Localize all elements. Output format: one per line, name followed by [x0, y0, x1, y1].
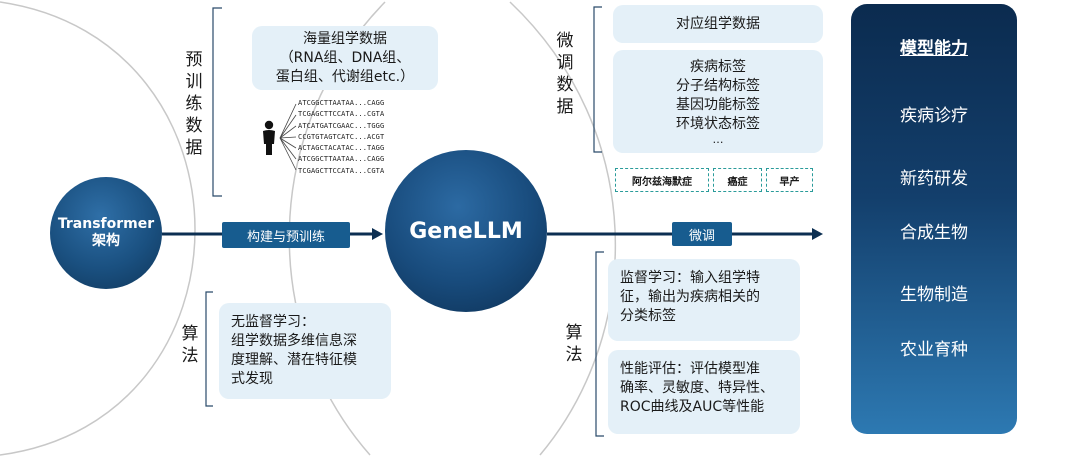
tag-preterm: 早产: [766, 168, 813, 192]
omics-pair-box: 对应组学数据: [613, 5, 823, 43]
transformer-circle: Transformer 架构: [50, 177, 162, 289]
bracket-pretrain: [212, 7, 222, 197]
omics-line-1: 海量组学数据: [303, 30, 387, 47]
dna-seq: TCGAGCTTCCATA...CGTA: [298, 166, 385, 175]
dna-seq: ATCGGCTTAATAA...CAGG: [298, 155, 385, 164]
unsupervised-line-2: 组学数据多维信息深: [231, 333, 357, 349]
label-line-4: 环境状态标签: [676, 115, 760, 132]
supervised-line-3: 分类标签: [620, 308, 676, 324]
dna-seq: TCGAGCTTCCATA...CGTA: [298, 110, 385, 119]
bracket-finetune-data: [593, 6, 602, 153]
evaluation-box: 性能评估：评估模型准 确率、灵敏度、特异性、 ROC曲线及AUC等性能: [608, 350, 800, 434]
dna-seq: ATCGGCTTAATAA...CAGG: [298, 99, 385, 107]
unsupervised-line-3: 度理解、潜在特征模: [231, 352, 357, 368]
tag-cancer: 癌症: [713, 168, 762, 192]
algo-left-label: 算法: [181, 324, 199, 366]
label-line-2: 分子结构标签: [676, 77, 760, 94]
person-icon: [263, 120, 275, 155]
capabilities-panel: 模型能力 疾病诊疗 新药研发 合成生物 生物制造 农业育种: [851, 4, 1017, 434]
lens-right-arc: [509, 1, 617, 456]
finetune-pill: 微调: [672, 222, 732, 246]
unsupervised-line-1: 无监督学习：: [231, 314, 315, 330]
tag-alzheimers: 阿尔兹海默症: [615, 168, 709, 192]
capability-item: 生物制造: [900, 285, 968, 305]
label-line-5: …: [712, 132, 724, 146]
evaluation-line-1: 性能评估：评估模型准: [620, 361, 760, 377]
capability-item: 合成生物: [900, 223, 968, 243]
dna-seq: CCGTGTAGTCATC...ACGT: [298, 132, 385, 141]
pretrain-data-label: 预训练数据: [185, 50, 203, 158]
capabilities-title: 模型能力: [900, 39, 968, 59]
sequence-fan-lines: [279, 103, 297, 171]
transformer-label-line2: 架构: [92, 233, 120, 249]
omics-data-box: 海量组学数据 （RNA组、DNA组、 蛋白组、代谢组etc.）: [252, 26, 438, 90]
labels-box: 疾病标签 分子结构标签 基因功能标签 环境状态标签 …: [613, 50, 823, 153]
bracket-algo-left: [205, 291, 213, 407]
evaluation-line-3: ROC曲线及AUC等性能: [620, 399, 765, 415]
supervised-box: 监督学习：输入组学特 征，输出为疾病相关的 分类标签: [608, 259, 800, 341]
omics-line-3: 蛋白组、代谢组etc.）: [275, 68, 415, 85]
algo-right-label: 算法: [565, 323, 583, 365]
left-arc: [0, 1, 196, 456]
supervised-line-2: 征，输出为疾病相关的: [620, 289, 760, 305]
supervised-line-1: 监督学习：输入组学特: [620, 270, 760, 286]
finetune-data-label: 微调数据: [556, 31, 574, 117]
dna-sequences: ATCGGCTTAATAA...CAGG TCGAGCTTCCATA...CGT…: [298, 98, 384, 177]
arrow-head-left: [372, 228, 383, 240]
capability-item: 疾病诊疗: [900, 106, 968, 126]
omics-line-2: （RNA组、DNA组、: [279, 49, 411, 66]
genellm-label: GeneLLM: [409, 218, 523, 244]
evaluation-line-2: 确率、灵敏度、特异性、: [620, 380, 774, 396]
bracket-algo-right: [595, 251, 604, 437]
capability-item: 新药研发: [900, 169, 968, 189]
unsupervised-line-4: 式发现: [231, 371, 273, 387]
genellm-circle: GeneLLM: [385, 150, 547, 312]
capability-item: 农业育种: [900, 340, 968, 360]
label-line-1: 疾病标签: [690, 58, 746, 75]
dna-seq: ACTAGCTACATAC...TAGG: [298, 144, 385, 153]
unsupervised-box: 无监督学习： 组学数据多维信息深 度理解、潜在特征模 式发现: [219, 303, 391, 399]
label-line-3: 基因功能标签: [676, 96, 760, 113]
dna-seq: ATCATGATCGAAC...TGGG: [298, 121, 385, 130]
transformer-label-line1: Transformer: [57, 216, 155, 232]
arrow-head-right: [812, 228, 823, 240]
build-train-pill: 构建与预训练: [222, 222, 350, 248]
